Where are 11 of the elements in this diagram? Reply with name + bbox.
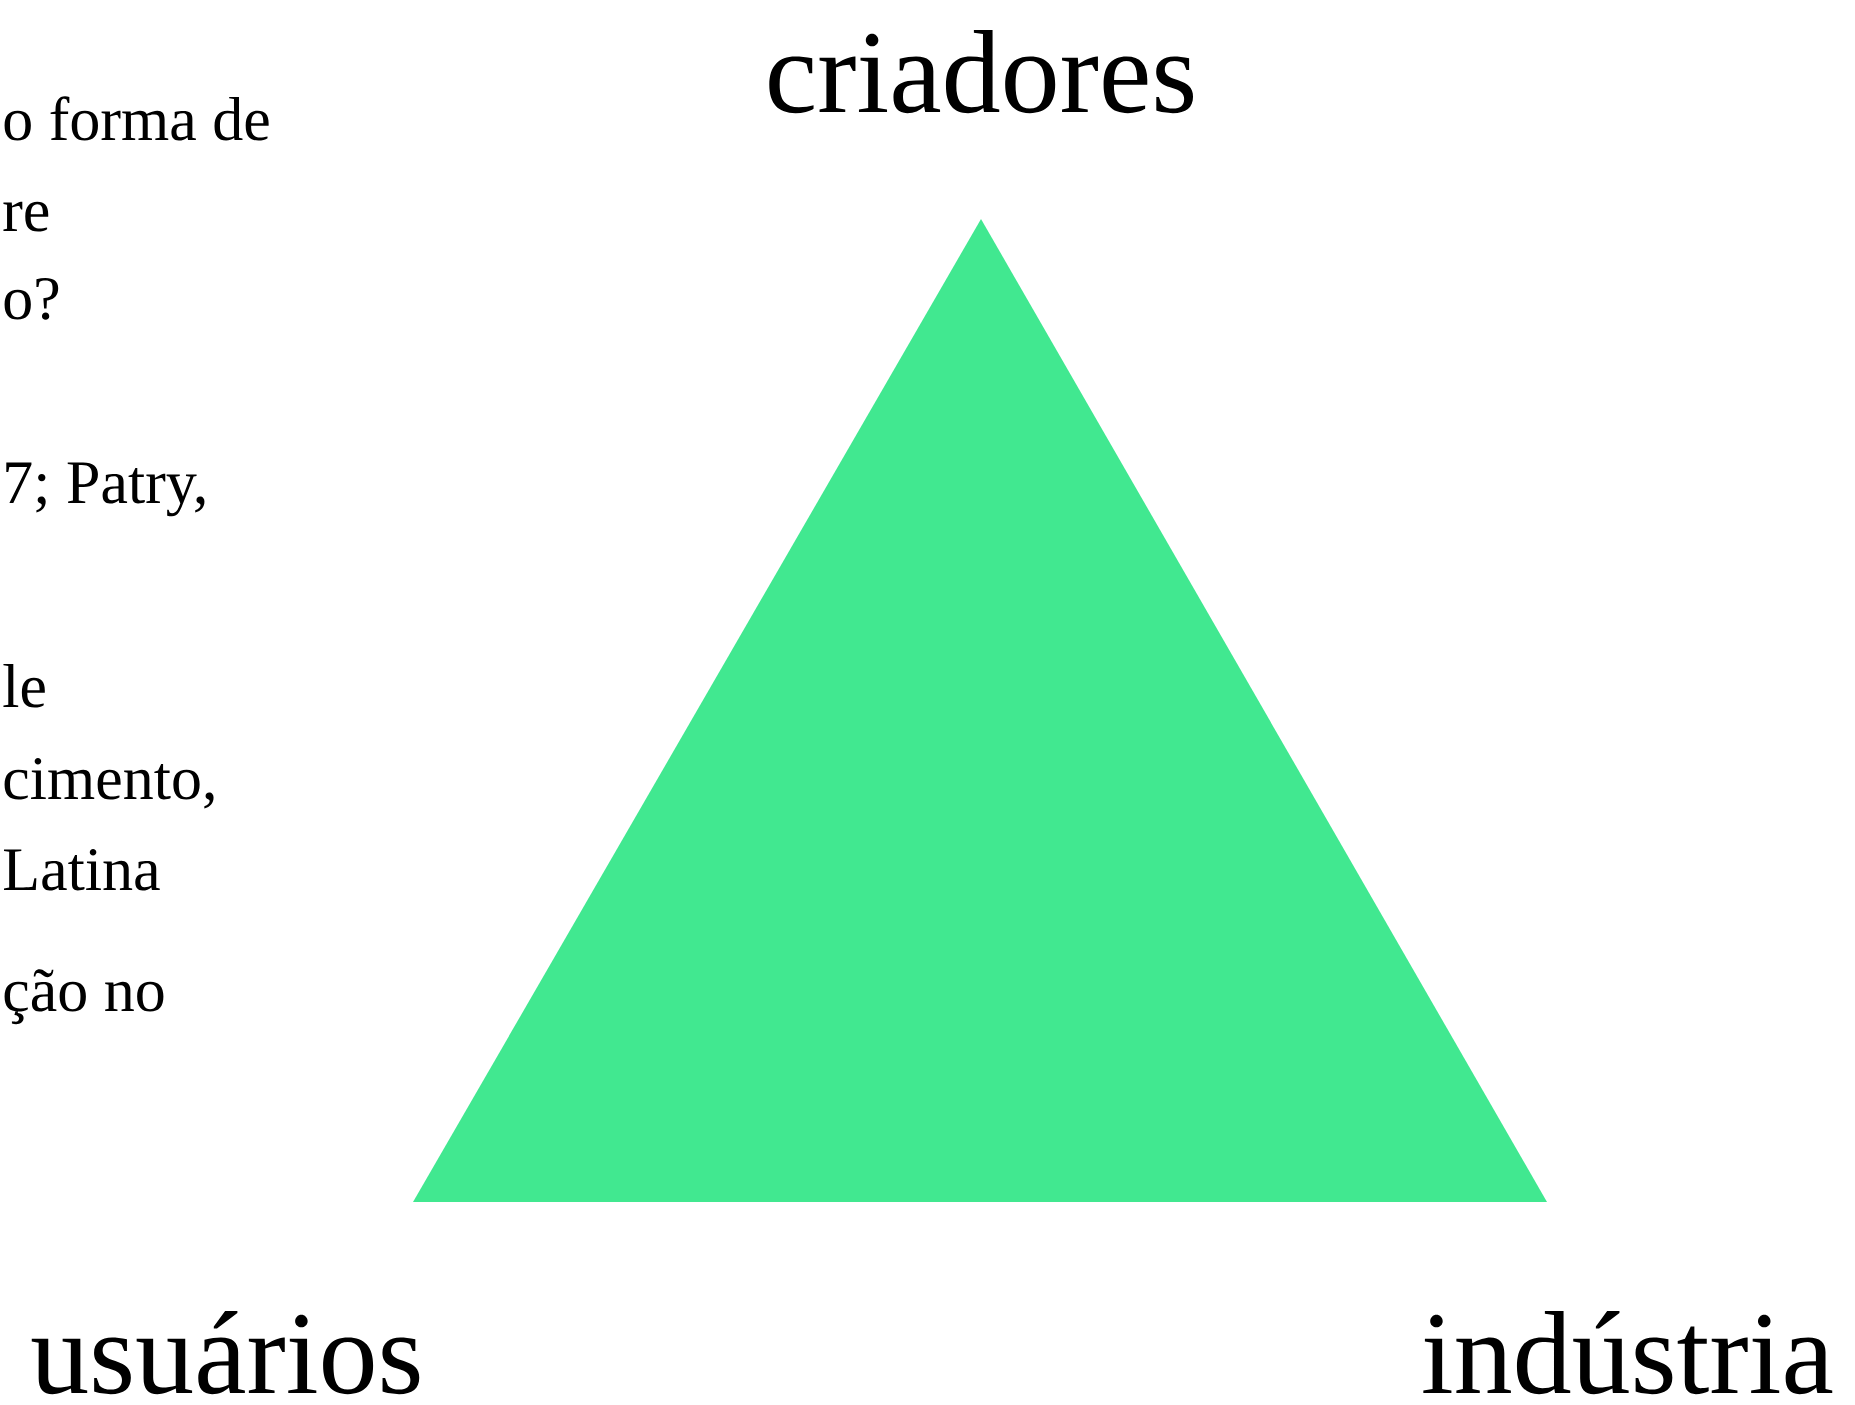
text-fragment: o forma de bbox=[4, 96, 269, 141]
text-fragment: Latina bbox=[4, 848, 160, 891]
text-fragment: ção no bbox=[4, 969, 164, 1025]
corner-label: usuários bbox=[31, 1310, 420, 1395]
text-fragment: 7; Patry, bbox=[6, 462, 205, 517]
corner-label: criadores bbox=[769, 30, 1193, 114]
text-fragment: o? bbox=[4, 277, 59, 320]
corner-label: indústria bbox=[1423, 1310, 1833, 1395]
text-fragment: re bbox=[3, 201, 49, 232]
text-fragment: le bbox=[3, 663, 45, 708]
text-fragment: cimento, bbox=[4, 757, 214, 809]
